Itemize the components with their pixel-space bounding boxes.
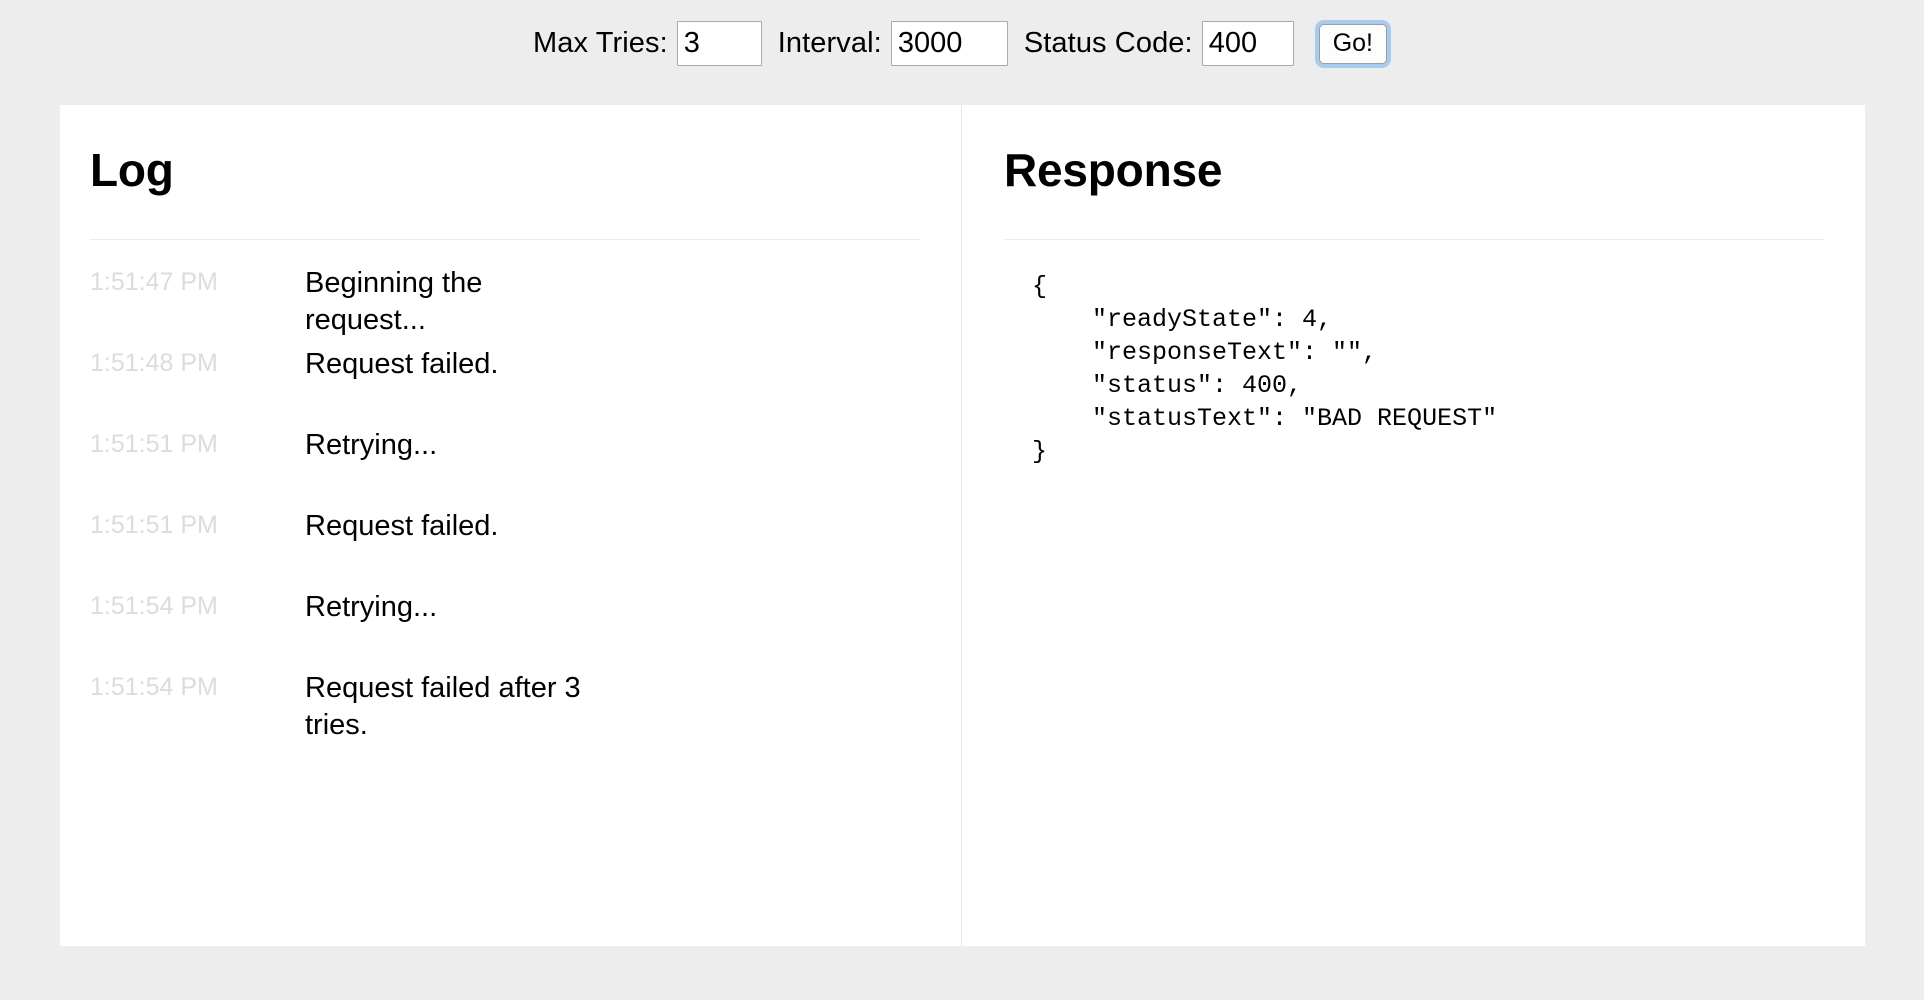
log-entry-time: 1:51:54 PM — [90, 592, 218, 620]
main-card: Log 1:51:47 PM Beginning the request... … — [60, 105, 1865, 946]
log-entry-message: Retrying... — [305, 429, 438, 461]
max-tries-label: Max Tries: — [533, 27, 668, 59]
status-code-group: Status Code: — [1024, 21, 1294, 66]
log-entry: 1:51:51 PM Retrying... — [90, 427, 921, 508]
controls-toolbar: Max Tries: Interval: Status Code: Go! — [0, 0, 1924, 83]
log-list: 1:51:47 PM Beginning the request... 1:51… — [90, 265, 921, 751]
max-tries-input[interactable] — [676, 21, 762, 66]
log-panel-divider — [90, 239, 921, 240]
interval-group: Interval: — [778, 21, 1008, 66]
go-button-focus-ring: Go! — [1314, 19, 1391, 68]
log-entry-message: Request failed. — [305, 510, 499, 542]
interval-label: Interval: — [777, 27, 882, 59]
log-panel: Log 1:51:47 PM Beginning the request... … — [60, 105, 962, 946]
log-entry: 1:51:51 PM Request failed. — [90, 508, 921, 589]
response-panel-title: Response — [1004, 144, 1223, 196]
log-entry-message: Retrying... — [305, 591, 438, 623]
interval-input[interactable] — [890, 21, 1008, 66]
status-code-label: Status Code: — [1023, 27, 1193, 59]
log-entry-time: 1:51:51 PM — [90, 430, 218, 458]
log-entry-time: 1:51:54 PM — [90, 673, 218, 701]
log-entry-message: Request failed. — [305, 348, 499, 380]
log-entry: 1:51:54 PM Request failed after 3 tries. — [90, 670, 921, 751]
max-tries-group: Max Tries: — [533, 21, 762, 66]
log-entry-message: Request failed after 3 tries. — [305, 672, 581, 742]
log-entry: 1:51:54 PM Retrying... — [90, 589, 921, 670]
log-entry: 1:51:48 PM Request failed. — [90, 346, 921, 427]
log-entry-time: 1:51:48 PM — [90, 349, 218, 377]
response-body: { "readyState": 4, "responseText": "", "… — [1032, 272, 1498, 466]
log-entry-time: 1:51:51 PM — [90, 511, 218, 539]
go-button[interactable]: Go! — [1318, 23, 1387, 64]
response-panel: Response { "readyState": 4, "responseTex… — [962, 105, 1865, 946]
log-entry: 1:51:47 PM Beginning the request... — [90, 265, 921, 346]
status-code-input[interactable] — [1201, 21, 1294, 66]
response-panel-divider — [1004, 239, 1825, 240]
log-entry-message: Beginning the request... — [305, 267, 483, 337]
log-entry-time: 1:51:47 PM — [90, 268, 218, 296]
log-panel-title: Log — [90, 144, 174, 196]
